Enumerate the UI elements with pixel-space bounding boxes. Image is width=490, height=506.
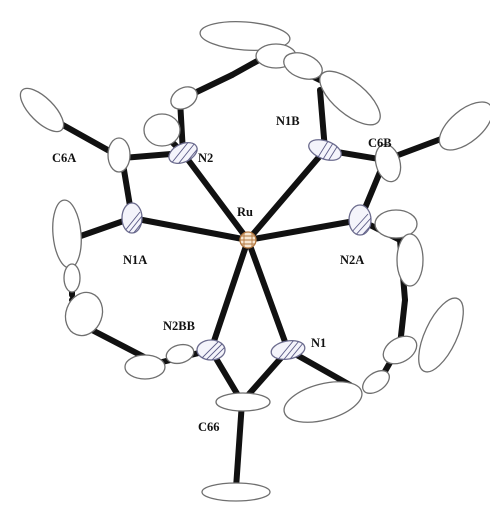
atom-ellipsoid <box>199 21 291 51</box>
atom-ellipsoid <box>170 86 198 110</box>
nitrogen-ellipsoids <box>121 137 372 362</box>
atom-ellipsoid <box>143 113 181 147</box>
label-n1b: N1B <box>276 114 300 128</box>
atom-n1a <box>121 202 143 234</box>
label-c66: C66 <box>198 420 220 434</box>
atom-ellipsoid <box>418 297 464 373</box>
atom-ru <box>239 231 257 249</box>
label-n1: N1 <box>311 336 326 350</box>
atom-n2bb <box>196 339 226 361</box>
atom-ellipsoid <box>165 343 195 365</box>
bond-ru-n1b <box>245 147 328 243</box>
atom-ellipsoid <box>396 233 424 287</box>
atom-labels: Ru N2 N1B C6B C6A N1A N2A N2BB N1 C66 <box>52 114 392 434</box>
bond-ru-n2bb <box>208 237 251 353</box>
atom-ellipsoid <box>438 101 490 151</box>
atom-ellipsoid <box>124 354 166 380</box>
atom-ellipsoid <box>52 199 82 269</box>
label-c6b: C6B <box>368 136 392 150</box>
atom-ellipsoid-c66 <box>215 392 271 412</box>
atom-ellipsoid <box>374 209 418 239</box>
atom-ellipsoid <box>19 87 65 133</box>
label-ru: Ru <box>237 205 253 219</box>
label-n1a: N1A <box>123 253 147 267</box>
atom-ellipsoid <box>283 52 323 80</box>
atom-n1b <box>308 137 342 165</box>
atom-ellipsoid <box>63 263 81 293</box>
atom-n2 <box>168 139 201 168</box>
label-n2: N2 <box>198 151 213 165</box>
bond-c66-methyl <box>233 399 245 491</box>
atom-n2a <box>348 204 372 236</box>
carbon-ellipsoids <box>19 21 490 502</box>
label-n2a: N2A <box>340 253 364 267</box>
atom-ellipsoid <box>319 70 381 126</box>
atom-ellipsoid <box>283 381 363 423</box>
atom-ellipsoid <box>201 482 271 502</box>
atom-ellipsoid-c6a <box>107 137 131 173</box>
bond-ru-n1a <box>129 215 251 243</box>
atom-ellipsoid-c6b <box>374 143 402 183</box>
atom-ellipsoid <box>382 335 418 365</box>
atom-ellipsoid <box>64 291 104 337</box>
bond-ru-n2a <box>245 217 363 243</box>
bond-ru-n1 <box>245 237 291 353</box>
label-c6a: C6A <box>52 151 76 165</box>
label-n2bb: N2BB <box>163 319 195 333</box>
bond-ru-n2 <box>180 150 251 243</box>
atom-ellipsoid <box>362 370 390 394</box>
